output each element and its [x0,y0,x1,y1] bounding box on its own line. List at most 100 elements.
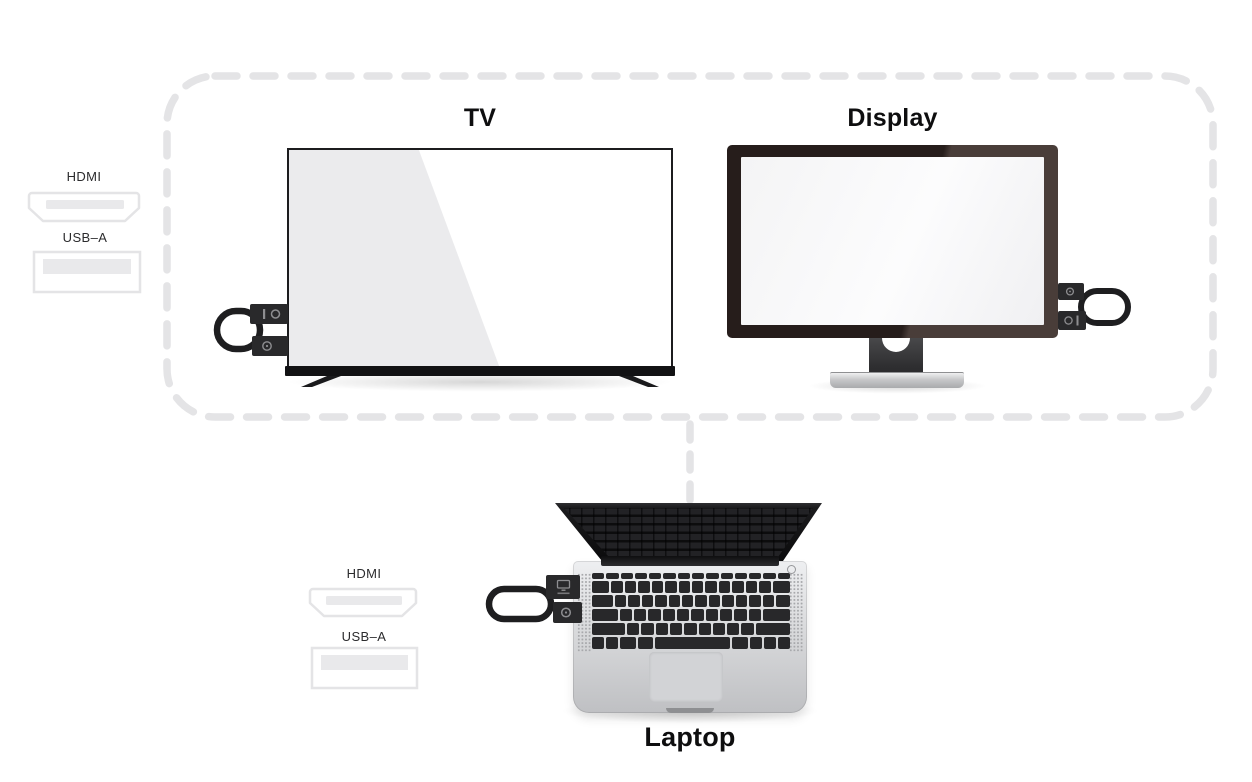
keyboard-key [611,581,623,593]
keyboard-key [763,573,776,579]
usb-power-icon [1065,287,1075,296]
keyboard-key [634,573,648,579]
keyboard-key [727,623,740,635]
keyboard-key [634,609,647,621]
display-adapter-hdmi-plug [1058,311,1086,330]
laptop-keyboard [592,573,791,653]
keyboard-key [708,595,721,607]
laptop-usb-port-icon [310,646,419,690]
keyboard-key [777,637,790,649]
tv-label: TV [463,104,497,132]
keyboard-key [745,581,758,593]
keyboard-key [655,623,668,635]
keyboard-row [592,595,791,607]
keyboard-key [614,595,627,607]
keyboard-key [749,595,761,607]
keyboard-key [627,623,640,635]
keyboard-key [722,595,734,607]
laptop-usb-legend-label: USB–A [341,629,387,644]
tv-screen [287,148,673,368]
keyboard-key [706,573,719,579]
keyboard-key [620,637,636,649]
keyboard-key [776,595,791,607]
keyboard-key [665,581,677,593]
display-label: Display [847,104,938,132]
keyboard-key [592,595,613,607]
keyboard-key [749,573,762,579]
display-adapter-cable-loop [1078,288,1131,326]
display-adapter [1058,283,1131,330]
display-out-icon [1064,315,1079,326]
keyboard-key [592,609,618,621]
laptop-adapter [485,575,582,623]
keyboard-key [592,623,626,635]
display-out-icon [263,309,281,319]
keyboard-key [662,609,676,621]
keyboard-key [755,623,791,635]
keyboard-key [698,623,711,635]
keyboard-key [655,595,667,607]
monitor-stand-base [830,372,964,388]
keyboard-key [691,609,704,621]
keyboard-key [641,623,654,635]
tv-usb-port-icon [32,250,142,294]
tv-usb-legend-label: USB–A [62,230,108,245]
keyboard-key [655,637,731,649]
laptop-label: Laptop [644,722,736,752]
keyboard-key [677,573,690,579]
monitor-screen [741,157,1044,325]
laptop-trackpad [649,652,723,702]
tv-adapter-cable-loop [213,307,264,353]
keyboard-key [628,595,640,607]
keyboard-key [718,581,731,593]
keyboard-key [691,573,705,579]
laptop-right-speaker-grille [789,573,803,653]
laptop-body [573,561,807,713]
laptop-hdmi-legend-label: HDMI [346,566,382,581]
keyboard-key [695,595,707,607]
keyboard-key [592,573,605,579]
keyboard-key [705,581,717,593]
keyboard-key [606,573,619,579]
keyboard-key [648,609,661,621]
keyboard-key [592,637,605,649]
tv-adapter-usb-plug [252,336,288,356]
keyboard-row [592,623,791,635]
keyboard-key [592,581,610,593]
keyboard-key [651,581,664,593]
keyboard-key [734,573,748,579]
keyboard-key [762,595,775,607]
keyboard-key [620,573,633,579]
laptop-left-speaker-grille [577,573,591,653]
keyboard-key [762,609,791,621]
keyboard-key [637,637,654,649]
tv-adapter [213,304,288,356]
keyboard-key [712,623,726,635]
keyboard-key [668,595,680,607]
keyboard-key [748,609,761,621]
keyboard-key [734,609,747,621]
keyboard-key [777,573,790,579]
hdmi-display-icon [556,579,571,595]
keyboard-key [619,609,633,621]
keyboard-key [732,637,748,649]
keyboard-key [684,623,697,635]
keyboard-row [592,581,791,593]
keyboard-key [641,595,654,607]
tv-screen-glare [289,150,500,366]
display-adapter-usb-plug [1058,283,1084,300]
keyboard-row [592,573,790,579]
keyboard-key [720,573,733,579]
keyboard-key [735,595,748,607]
laptop-hinge [601,556,779,566]
keyboard-row [592,609,791,621]
keyboard-key [763,637,776,649]
tv-adapter-hdmi-plug [250,304,288,324]
laptop-lid-notch [666,708,714,713]
laptop-hdmi-port-icon [308,587,418,618]
keyboard-key [669,623,683,635]
keyboard-key [692,581,704,593]
keyboard-key [624,581,637,593]
keyboard-key [606,637,619,649]
